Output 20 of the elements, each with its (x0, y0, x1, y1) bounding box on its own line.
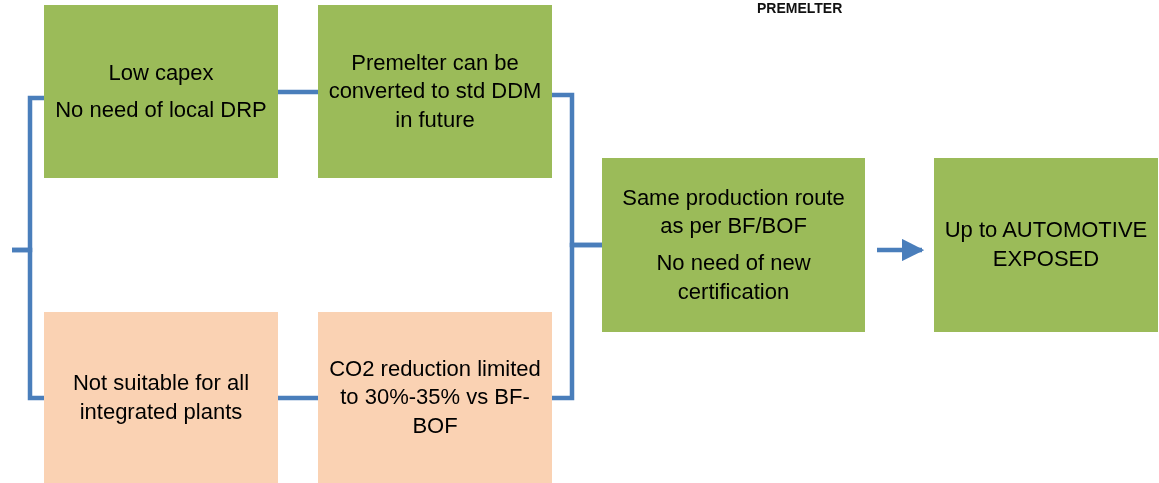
box-text: Up to AUTOMOTIVE EXPOSED (944, 216, 1148, 273)
drawback-box (44, 312, 278, 483)
connector-line (278, 89, 318, 95)
connector-line (552, 242, 602, 401)
box-text: CO2 reduction limited to 30%-35% vs BF-BOF (328, 354, 542, 440)
connector-line (278, 395, 318, 401)
advantage-box (44, 5, 278, 178)
advantage-box (934, 158, 1158, 332)
advantage-box (318, 5, 552, 178)
advantage-box (602, 158, 865, 332)
box-text: Low capex (108, 58, 214, 87)
connector-line (12, 247, 44, 401)
heading-text: PREMELTER (757, 0, 843, 16)
box-text: No need of local DRP (55, 95, 267, 124)
box-text: Not suitable for all integrated plants (71, 368, 251, 426)
box-text: No need of new certification (655, 249, 812, 306)
box-text: Premelter can be converted to std DDM in future (328, 48, 542, 134)
box-text: Same production route as per BF/BOF (621, 183, 846, 241)
arrow (877, 238, 925, 262)
drawback-box (318, 312, 552, 483)
